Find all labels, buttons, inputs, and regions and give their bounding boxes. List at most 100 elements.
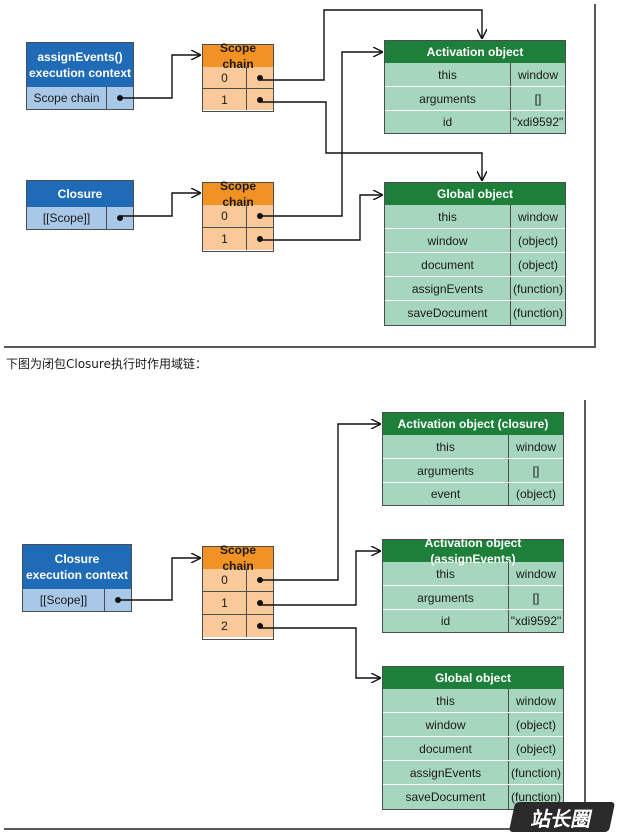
global-object-title: Global object — [383, 667, 563, 689]
property-name: document — [385, 253, 511, 276]
property-name: saveDocument — [385, 301, 511, 325]
activation-object-title: Activation object — [385, 41, 565, 63]
property-name: this — [383, 689, 509, 712]
caption-text: 下图为闭包Closure执行时作用域链： — [6, 357, 207, 371]
property-name: window — [385, 229, 511, 252]
property-name: this — [383, 562, 509, 585]
diagram2-frame — [4, 400, 586, 830]
property-value: "xdi9592" — [510, 614, 562, 628]
scope-chain-box-2: Scope chain 0 1 — [202, 179, 274, 252]
property-value: (object) — [515, 717, 556, 732]
property-value: (object) — [515, 487, 556, 501]
scope-index: 1 — [203, 228, 247, 250]
arrow-scope1-1-to-global — [261, 101, 482, 180]
closure-scope-label: [[Scope]] — [27, 207, 107, 229]
closure-box: Closure [[Scope]] — [26, 180, 134, 230]
property-name: window — [383, 713, 509, 736]
property-row: window (object) — [385, 229, 565, 253]
property-name: arguments — [383, 586, 509, 609]
property-row: event (object) — [383, 483, 563, 505]
property-name: assignEvents — [383, 761, 509, 784]
context-scope-row: [[Scope]] — [23, 589, 131, 611]
property-row: window (object) — [383, 713, 563, 737]
context-title-line2: execution context — [28, 66, 132, 80]
activation-object-box: Activation object this window arguments … — [384, 40, 566, 134]
global-object-box: Global object this window window (object… — [384, 182, 566, 326]
arrow-scope3-1-to-activation-assign — [261, 551, 380, 606]
property-row: id "xdi9592" — [385, 111, 565, 133]
scope-chain-box-1: Scope chain 0 1 — [202, 41, 274, 112]
property-row: assignEvents (function) — [383, 761, 563, 785]
property-row: arguments [] — [383, 586, 563, 610]
property-value: (function) — [510, 790, 562, 804]
scope-chain-row: 1 — [203, 228, 273, 250]
scope-index: 0 — [203, 569, 247, 591]
property-row: this window — [383, 689, 563, 713]
property-value: window — [517, 209, 559, 224]
arrow-context-to-scope1 — [120, 55, 200, 99]
closure-scope-row: [[Scope]] — [27, 207, 133, 229]
property-row: this window — [385, 63, 565, 87]
property-value: [] — [532, 463, 540, 478]
property-name: saveDocument — [383, 785, 509, 809]
activation-closure-box: Activation object (closure) this window … — [382, 412, 564, 506]
property-name: this — [385, 63, 511, 86]
property-name: arguments — [385, 87, 511, 110]
arrow-scope2-1-to-global — [261, 195, 382, 241]
scope-index: 2 — [203, 615, 247, 637]
context-title-line1: Closure — [54, 552, 100, 566]
scope-index: 1 — [203, 592, 247, 614]
scope-chain-row: 1 — [203, 89, 273, 110]
scope-chain-row: 2 — [203, 615, 273, 637]
property-row: document (object) — [383, 737, 563, 761]
property-value: window — [517, 67, 559, 82]
property-value: [] — [534, 91, 542, 106]
property-value: (function) — [510, 765, 562, 780]
pointer-dot — [247, 89, 273, 110]
arrow-closure-to-scope2 — [120, 193, 200, 217]
scope-index: 0 — [203, 67, 247, 88]
scope-chain-box-3: Scope chain 0 1 2 — [202, 543, 274, 640]
property-row: document (object) — [385, 253, 565, 277]
context-scope-label: [[Scope]] — [23, 589, 105, 611]
arrow-scope3-0-to-activation-closure — [261, 424, 380, 581]
watermark-logo: 站长圈 — [508, 802, 616, 832]
global-object-box-2: Global object this window window (object… — [382, 666, 564, 810]
property-value: (function) — [512, 306, 564, 320]
context-title-line1: assignEvents() — [37, 50, 123, 64]
property-row: saveDocument (function) — [385, 301, 565, 325]
pointer-dot — [247, 615, 273, 637]
property-row: arguments [] — [383, 459, 563, 483]
pointer-dot — [247, 569, 273, 591]
property-value: (object) — [515, 741, 556, 756]
context-title: Closure execution context — [23, 545, 131, 589]
diagram1-frame — [4, 4, 596, 348]
property-name: this — [385, 205, 511, 228]
property-name: arguments — [383, 459, 509, 482]
assign-events-context-box: assignEvents() execution context Scope c… — [26, 42, 134, 110]
property-row: id "xdi9592" — [383, 610, 563, 632]
scope-index: 0 — [203, 205, 247, 227]
closure-title: Closure — [27, 181, 133, 207]
pointer-dot — [247, 205, 273, 227]
activation-closure-title: Activation object (closure) — [383, 413, 563, 435]
property-value: "xdi9592" — [512, 115, 564, 129]
property-name: this — [383, 435, 509, 458]
property-value: window — [515, 439, 557, 454]
property-row: this window — [383, 562, 563, 586]
scope-chain-row: 0 — [203, 67, 273, 89]
property-value: (function) — [512, 281, 564, 296]
context-title-line2: execution context — [25, 568, 129, 582]
property-name: assignEvents — [385, 277, 511, 300]
scope-chain-row: 1 — [203, 592, 273, 615]
pointer-dot — [247, 592, 273, 614]
property-name: event — [383, 483, 509, 505]
activation-assign-events-box: Activation object (assignEvents) this wi… — [382, 536, 564, 633]
scope-chain-title: Scope chain — [203, 41, 273, 71]
arrow-scope2-0-to-activation — [261, 52, 382, 217]
property-value: window — [515, 566, 557, 581]
scope-chain-row: 0 — [203, 569, 273, 592]
context-scope-label: Scope chain — [27, 87, 107, 109]
property-name: document — [383, 737, 509, 760]
global-object-title: Global object — [385, 183, 565, 205]
